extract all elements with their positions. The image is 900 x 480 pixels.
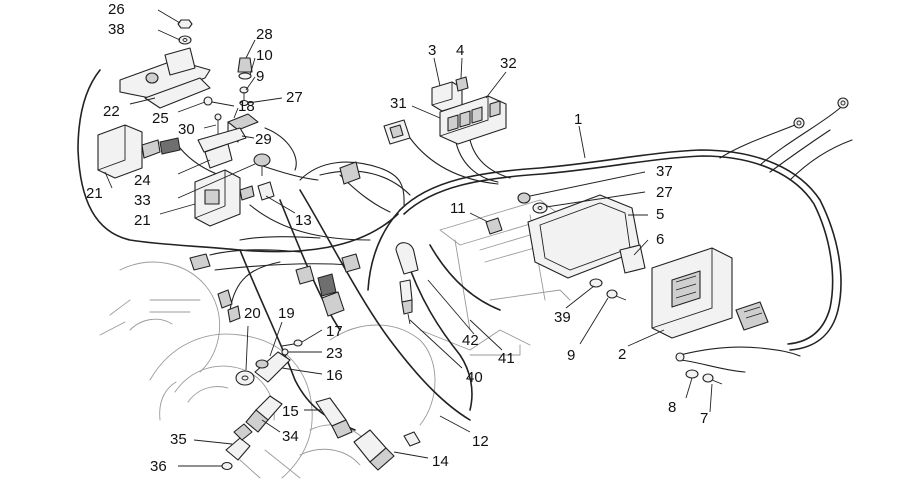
- washer-8: [685, 369, 699, 379]
- callout-labels: 26 38 28 10 9 27 22 25 18 30 29 24 33 21…: [86, 1, 708, 475]
- bracket-29: [197, 127, 247, 153]
- screw-30: [214, 113, 222, 134]
- callout-9-top: 9: [256, 68, 264, 85]
- callout-8: 8: [668, 399, 676, 416]
- callout-26: 26: [108, 1, 125, 18]
- callout-40: 40: [466, 369, 483, 386]
- clip-13: [257, 181, 275, 201]
- callout-3: 3: [428, 42, 436, 59]
- callout-11: 11: [450, 200, 466, 217]
- callout-27-top: 27: [286, 89, 303, 106]
- plug-cap-35: [225, 423, 253, 461]
- callout-2: 2: [618, 346, 626, 363]
- ring-terminal-lower: [793, 117, 805, 129]
- clip-11: [485, 217, 503, 235]
- callout-34: 34: [282, 428, 299, 445]
- connector-15: [315, 397, 353, 439]
- callout-36: 36: [150, 458, 167, 475]
- grommet-28: [237, 57, 253, 73]
- callout-6: 6: [656, 231, 664, 248]
- bolt-7: [702, 373, 723, 385]
- clip-24: [204, 143, 233, 169]
- leader-lines: [104, 9, 713, 467]
- spark-plug-42: [399, 279, 413, 325]
- callout-28: 28: [256, 26, 273, 43]
- callout-17: 17: [326, 323, 343, 340]
- callout-32: 32: [500, 55, 517, 72]
- screw-9-top: [239, 86, 249, 100]
- sensor-16-19: [254, 351, 291, 383]
- plug-cap-14: [353, 429, 421, 471]
- callout-39: 39: [554, 309, 571, 326]
- callout-30: 30: [178, 121, 195, 138]
- callout-38: 38: [108, 21, 125, 38]
- callout-42: 42: [462, 332, 479, 349]
- connector-31: [383, 119, 411, 145]
- sensor-20: [235, 370, 255, 386]
- callout-22: 22: [103, 103, 120, 120]
- bush-10: [238, 72, 252, 80]
- washer-37: [517, 192, 531, 204]
- callout-13: 13: [295, 212, 312, 229]
- callout-23: 23: [326, 345, 343, 362]
- washer-36: [221, 461, 233, 471]
- callout-19: 19: [278, 305, 295, 322]
- callout-14: 14: [432, 453, 449, 470]
- ignition-coil-21-upper: [97, 124, 181, 179]
- washer-39: [589, 278, 603, 288]
- callout-10: 10: [256, 47, 273, 64]
- screw-23: [281, 348, 289, 356]
- loom-connectors: [189, 161, 361, 323]
- callout-29: 29: [255, 131, 272, 148]
- callout-15: 15: [282, 403, 299, 420]
- callout-5: 5: [656, 206, 664, 223]
- callout-21-upper: 21: [86, 185, 103, 202]
- callout-41: 41: [498, 350, 515, 367]
- components: [97, 19, 849, 471]
- fuse-box-32: [439, 95, 507, 145]
- washer-38: [178, 35, 192, 45]
- callout-21-lower: 21: [134, 212, 151, 229]
- callout-37: 37: [656, 163, 673, 180]
- callout-33: 33: [134, 192, 151, 209]
- callout-4: 4: [456, 42, 464, 59]
- callout-25: 25: [152, 110, 169, 127]
- callout-12: 12: [472, 433, 489, 450]
- callout-27-right: 27: [656, 184, 673, 201]
- washer-27-right: [532, 202, 548, 214]
- callout-31: 31: [390, 95, 407, 112]
- ecu-connector: [735, 301, 769, 331]
- sensor-33: [253, 153, 271, 176]
- control-unit-2: [651, 247, 733, 339]
- nut-26: [177, 19, 193, 29]
- ring-terminal-ecu-ground: [675, 352, 685, 362]
- screw-25: [203, 96, 235, 107]
- callout-20: 20: [244, 305, 261, 322]
- callout-9-right: 9: [567, 347, 575, 364]
- fuse-4: [455, 76, 469, 92]
- screw-17: [281, 339, 303, 347]
- screw-9-right: [606, 289, 627, 301]
- ignition-coil-21-lower: [194, 169, 255, 227]
- cap-41: [395, 242, 419, 275]
- callout-24: 24: [134, 172, 151, 189]
- callout-16: 16: [326, 367, 343, 384]
- callout-35: 35: [170, 431, 187, 448]
- callout-7: 7: [700, 410, 708, 427]
- spacer-6: [619, 244, 646, 274]
- callout-1: 1: [574, 111, 582, 128]
- ring-terminal-upper: [837, 97, 849, 109]
- callout-18: 18: [238, 98, 255, 115]
- connector-34: [245, 395, 283, 433]
- bracket-22: [119, 47, 211, 109]
